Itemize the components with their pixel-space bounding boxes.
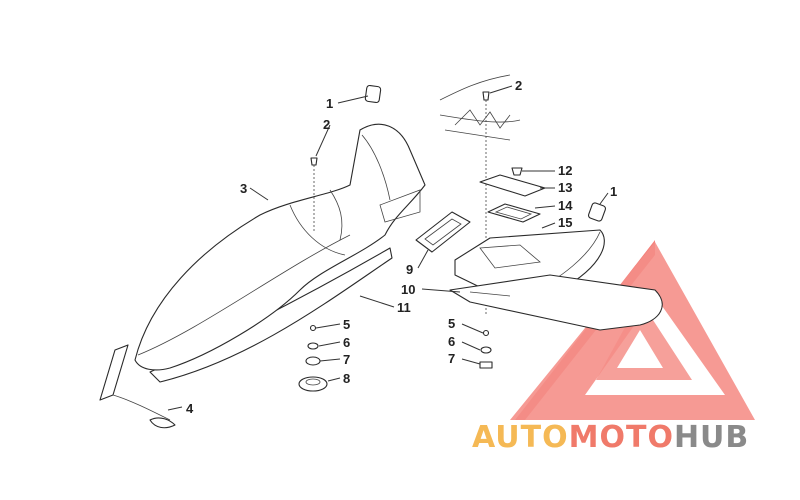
washer-part-7-left <box>305 356 321 366</box>
frame-rail <box>439 74 521 141</box>
screw-part-2-right <box>482 91 490 101</box>
callout-6-right: 6 <box>448 334 455 349</box>
watermark-triangle-shape <box>510 242 755 420</box>
watermark-hub: HUB <box>674 420 749 455</box>
watermark-auto: AUTO <box>472 420 569 455</box>
callout-labels: 1 2 3 4 5 6 7 8 11 2 12 13 14 15 1 9 10 … <box>186 78 617 416</box>
washer-part-6-right <box>480 346 492 354</box>
nut-part-7-right <box>479 361 493 369</box>
callout-9: 9 <box>406 262 413 277</box>
plate-part-4-area <box>99 344 129 401</box>
skid-plate-right <box>415 74 663 369</box>
washer-part-5-right <box>482 329 490 337</box>
clip-part-1-left <box>364 84 382 104</box>
leader-lines <box>167 85 609 411</box>
callout-3: 3 <box>240 181 247 196</box>
svg-text:AUTOMOTOHUB: AUTOMOTOHUB <box>472 420 749 455</box>
grommet-part-8 <box>298 376 328 392</box>
callout-7-right: 7 <box>448 351 455 366</box>
callout-2-left: 2 <box>323 117 330 132</box>
screw-part-2-left <box>310 157 318 166</box>
plate-part-13 <box>479 174 546 197</box>
gasket-part-14 <box>487 203 541 223</box>
callout-5-left: 5 <box>343 317 350 332</box>
callout-5-right: 5 <box>448 316 455 331</box>
base-pan-part-10 <box>449 274 663 331</box>
callout-13: 13 <box>558 180 572 195</box>
callout-12: 12 <box>558 163 572 178</box>
callout-14: 14 <box>558 198 573 213</box>
callout-15: 15 <box>558 215 572 230</box>
washer-part-6-left <box>307 342 319 350</box>
belly-pan-part-3 <box>134 123 426 371</box>
callout-1-left: 1 <box>326 96 333 111</box>
watermark-triangle-inner <box>596 300 692 380</box>
callout-7-left: 7 <box>343 352 350 367</box>
callout-8: 8 <box>343 371 350 386</box>
clip-part-1-right <box>587 202 607 222</box>
callout-10: 10 <box>401 282 415 297</box>
callout-6-left: 6 <box>343 335 350 350</box>
watermark-moto: MOTO <box>569 420 674 455</box>
knob-part-12 <box>511 167 523 176</box>
callout-1-right: 1 <box>610 184 617 199</box>
belly-pan-left <box>99 84 426 429</box>
pin-part-4 <box>149 417 176 429</box>
gasket-part-9 <box>415 211 471 253</box>
washer-part-5-left <box>309 324 317 332</box>
callout-4: 4 <box>186 401 194 416</box>
watermark-text: AUTOMOTOHUB <box>472 420 749 455</box>
callout-2-right: 2 <box>515 78 522 93</box>
callout-11: 11 <box>397 300 411 315</box>
